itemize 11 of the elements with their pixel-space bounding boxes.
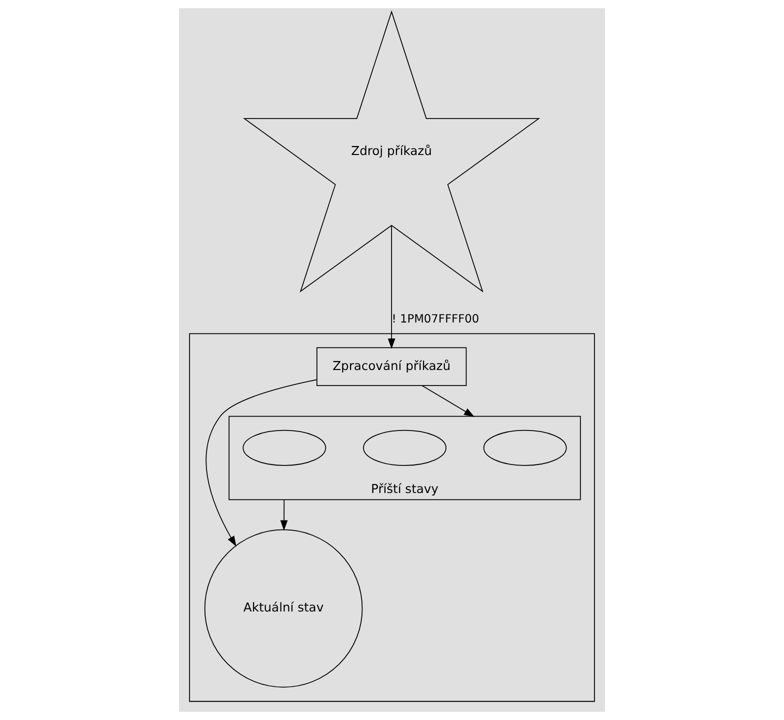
node-ellipse	[242, 430, 326, 466]
node-ellipse	[483, 430, 567, 466]
edge-label: ! 1PM07FFFF00	[392, 312, 480, 326]
arrow	[206, 379, 318, 547]
node-box: Zpracování příkazů	[316, 347, 467, 386]
node-ellipse	[363, 430, 446, 466]
cluster	[189, 333, 595, 702]
arrow	[280, 499, 288, 531]
node-circle: Aktuální stav	[204, 529, 363, 688]
cluster: Příští stavy	[228, 416, 581, 500]
arrow	[421, 385, 475, 417]
